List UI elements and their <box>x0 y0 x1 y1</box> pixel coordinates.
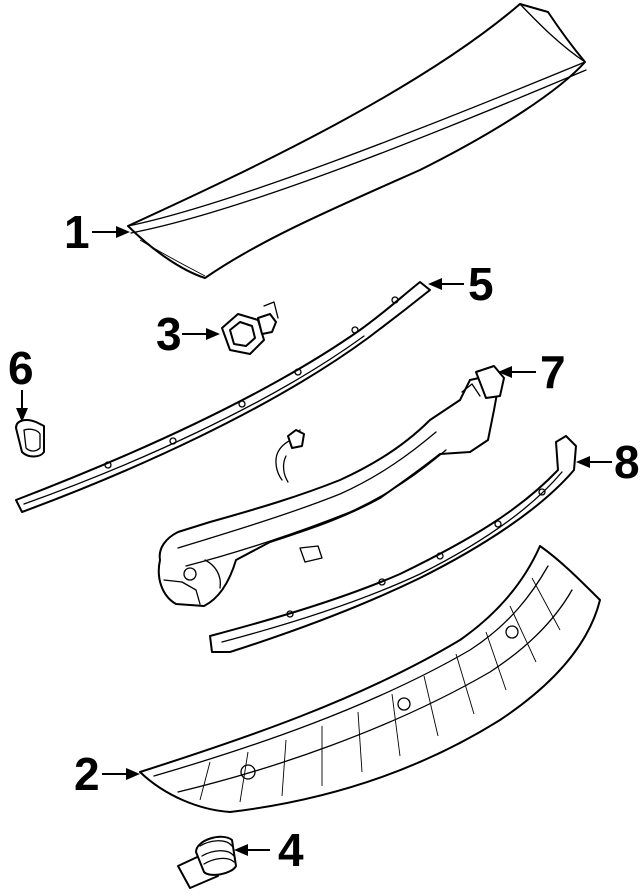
part-2-trim-panel <box>139 545 601 813</box>
callout-8: 8 <box>614 436 640 488</box>
part-3-bolt <box>221 301 279 355</box>
part-1-spoiler-panel <box>127 3 587 279</box>
callout-3: 3 <box>156 308 182 360</box>
callout-6: 6 <box>8 342 34 394</box>
part-8-reinforcement <box>209 435 577 653</box>
callout-2: 2 <box>74 748 100 800</box>
callout-labels: 1 2 3 4 5 6 7 8 <box>8 206 640 876</box>
callout-5: 5 <box>468 258 494 310</box>
part-6-cap <box>15 419 45 458</box>
callout-1: 1 <box>64 206 90 258</box>
part-7-bracket-assembly <box>157 365 505 607</box>
part-4-grommet <box>177 835 237 889</box>
callout-7: 7 <box>540 346 566 398</box>
part-5-trim-strip <box>15 281 431 513</box>
callout-4: 4 <box>278 824 304 876</box>
leader-lines <box>16 226 612 856</box>
